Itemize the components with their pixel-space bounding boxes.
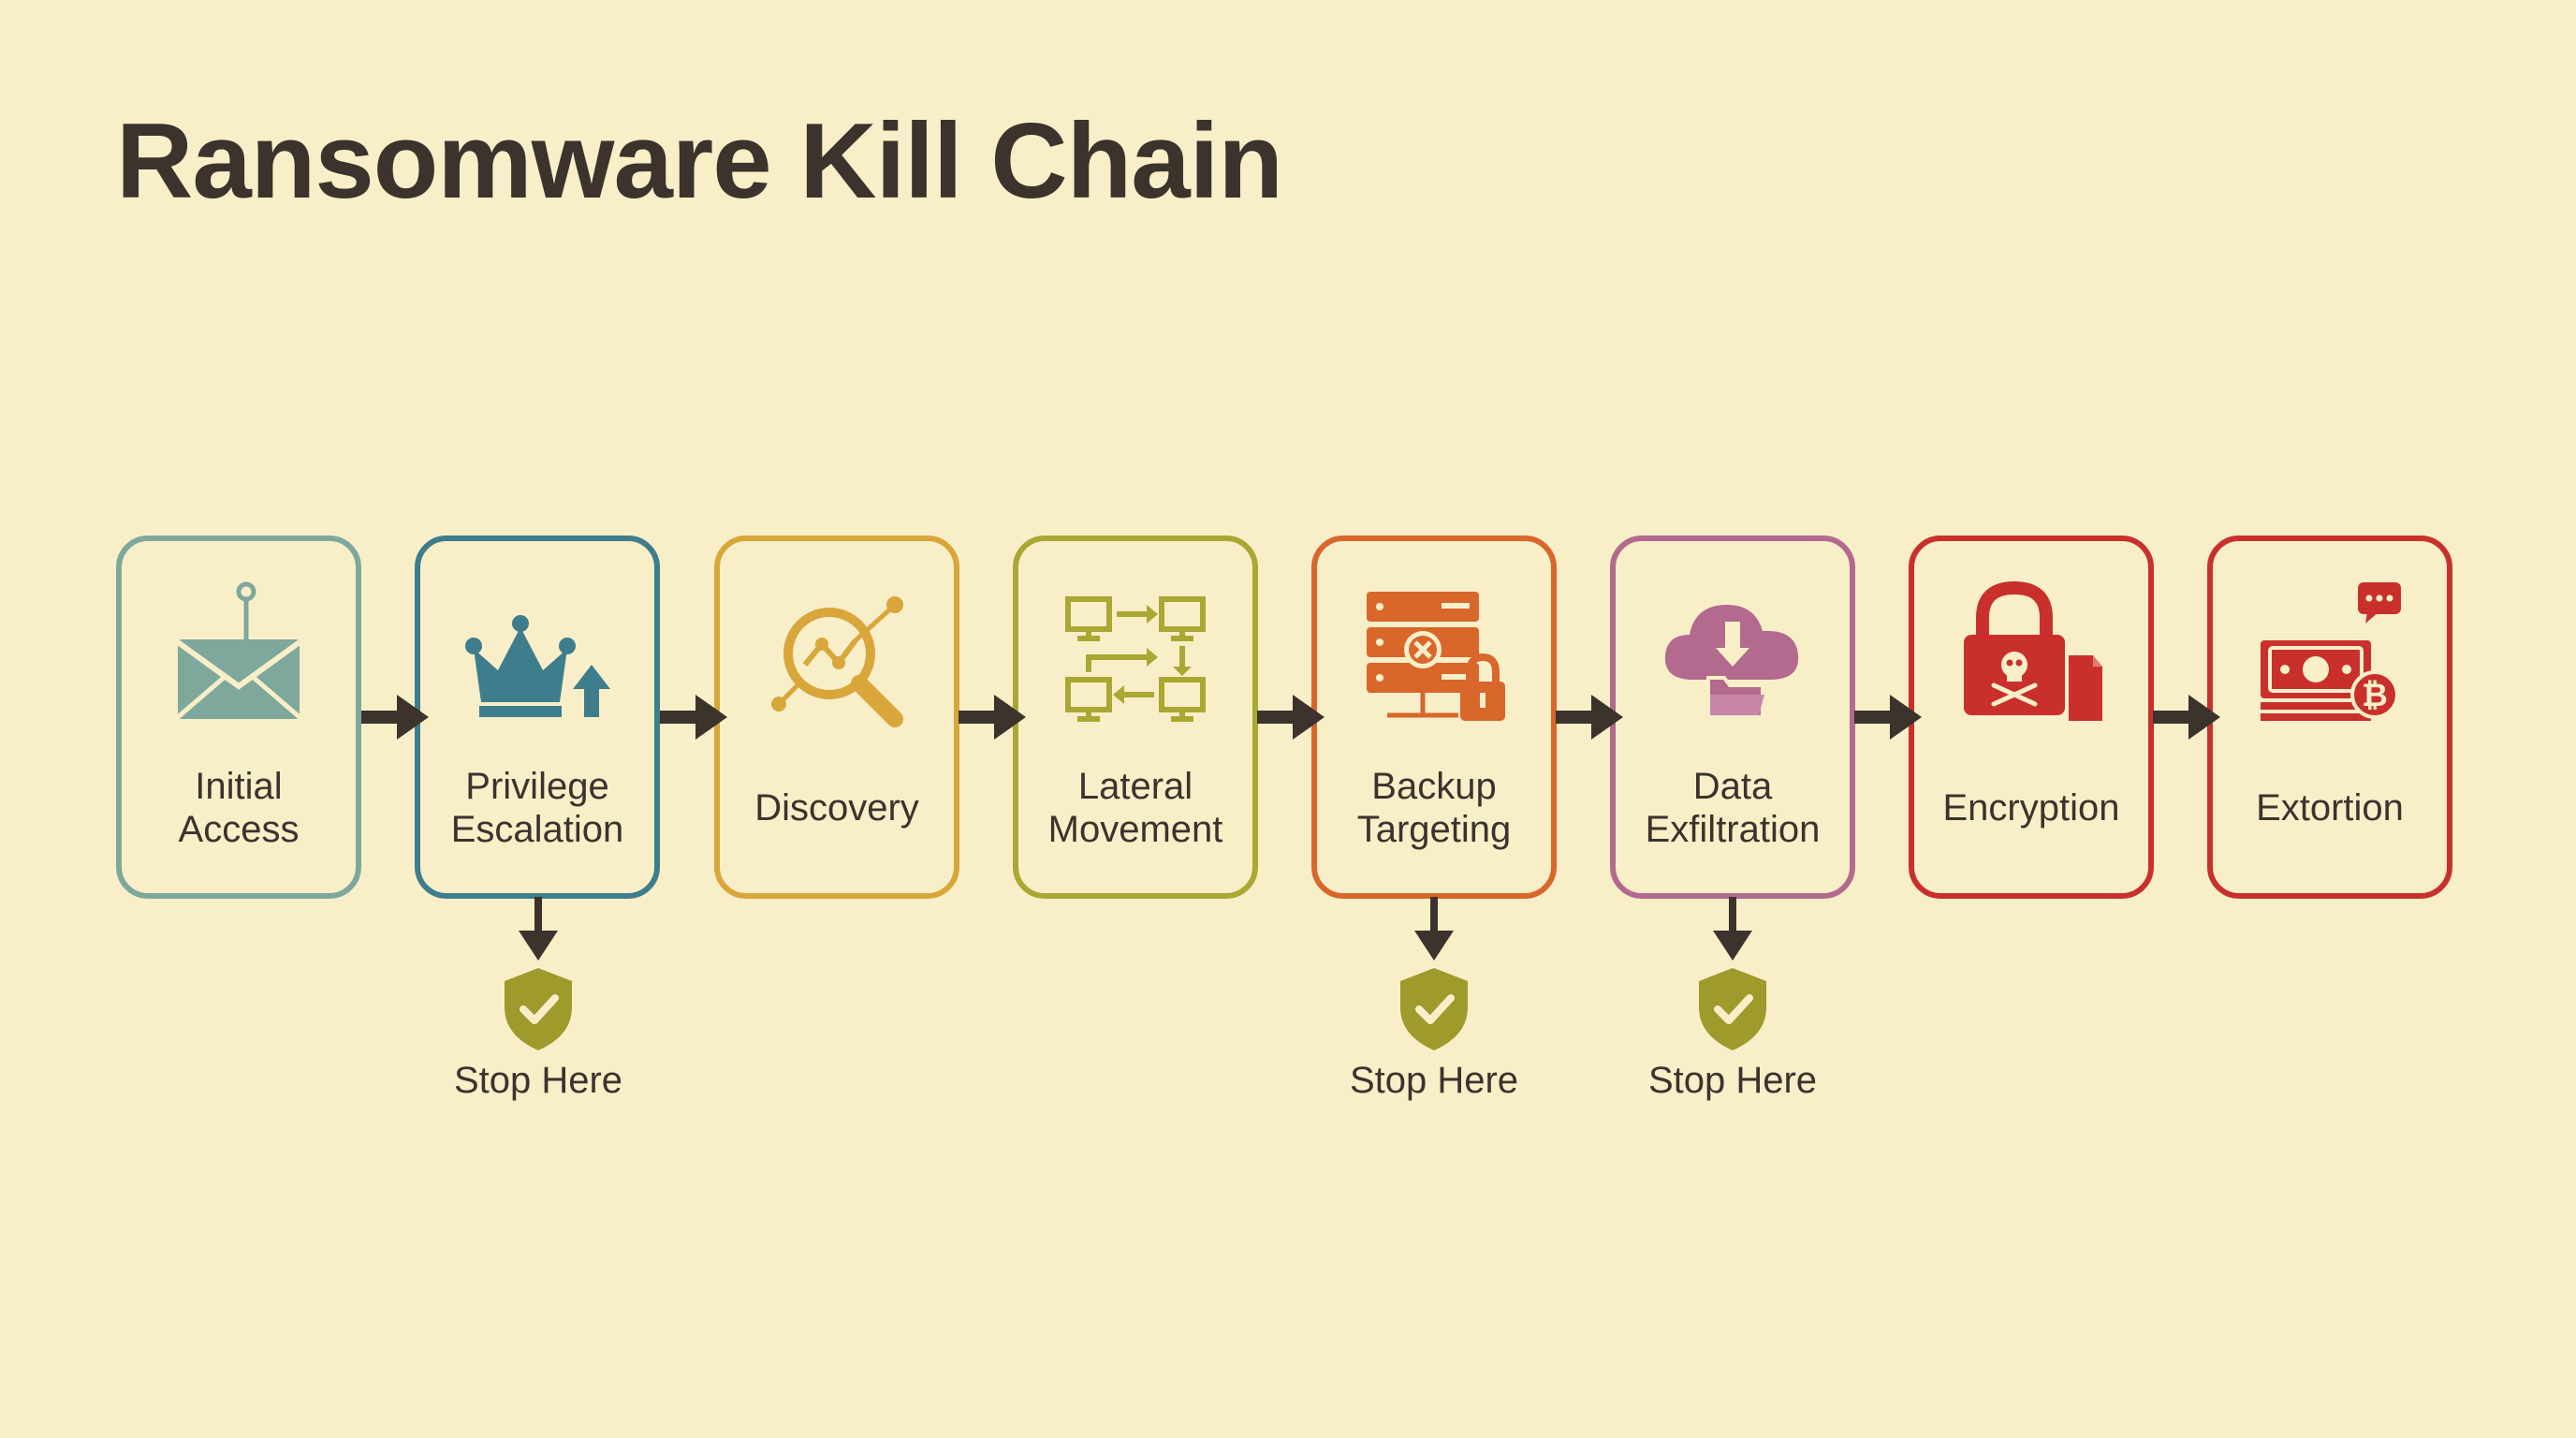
stop-arrow (519, 897, 558, 961)
stage-label: Initial Access (178, 766, 300, 850)
magnifier-network-icon (771, 596, 903, 727)
stage-initial-access: Initial Access (116, 536, 361, 899)
shield-check-icon (1699, 968, 1766, 1050)
stop-here-label: Stop Here (1647, 1060, 1818, 1101)
flow-arrow (1854, 695, 1922, 740)
stage-encryption: Encryption (1909, 536, 2154, 899)
flow-arrow (660, 695, 727, 740)
stop-arrow (1713, 897, 1752, 961)
stage-label: Encryption (1942, 787, 2120, 829)
network-computers-icon (1065, 596, 1206, 722)
stage-extortion: ₿ Extortion (2207, 536, 2452, 899)
stage-label: Discovery (754, 787, 919, 829)
flow-arrow (959, 695, 1026, 740)
page-title: Ransomware Kill Chain (116, 102, 1283, 221)
stage-label: Lateral Movement (1047, 766, 1223, 850)
flow-arrow (2153, 695, 2220, 740)
flow-arrow (1556, 695, 1623, 740)
stage-discovery: Discovery (714, 536, 959, 899)
flow-arrow (361, 695, 429, 740)
stage-lateral-movement: Lateral Movement (1013, 536, 1258, 899)
stage-label: Extortion (2256, 787, 2404, 829)
stage-backup-targeting: Backup Targeting (1311, 536, 1557, 899)
shield-check-icon (505, 968, 572, 1050)
cloud-download-folder-icon (1664, 605, 1799, 719)
stage-privilege-escalation: Privilege Escalation (415, 536, 660, 899)
cash-bitcoin-message-icon: ₿ (2261, 582, 2401, 721)
stop-here-label: Stop Here (453, 1060, 623, 1101)
crown-up-arrow-icon (465, 615, 610, 717)
stage-label: Backup Targeting (1356, 766, 1512, 850)
padlock-skull-icon (1964, 580, 2102, 721)
phishing-envelope-icon (176, 581, 301, 719)
shield-check-icon (1400, 968, 1468, 1050)
stop-here-label: Stop Here (1349, 1060, 1519, 1101)
stop-arrow (1414, 897, 1454, 961)
stage-label: Data Exfiltration (1645, 766, 1821, 850)
svg-text:₿: ₿ (2362, 677, 2388, 714)
server-lock-icon (1367, 592, 1505, 721)
flow-arrow (1257, 695, 1325, 740)
stage-data-exfiltration: Data Exfiltration (1610, 536, 1855, 899)
stage-label: Privilege Escalation (450, 766, 624, 850)
